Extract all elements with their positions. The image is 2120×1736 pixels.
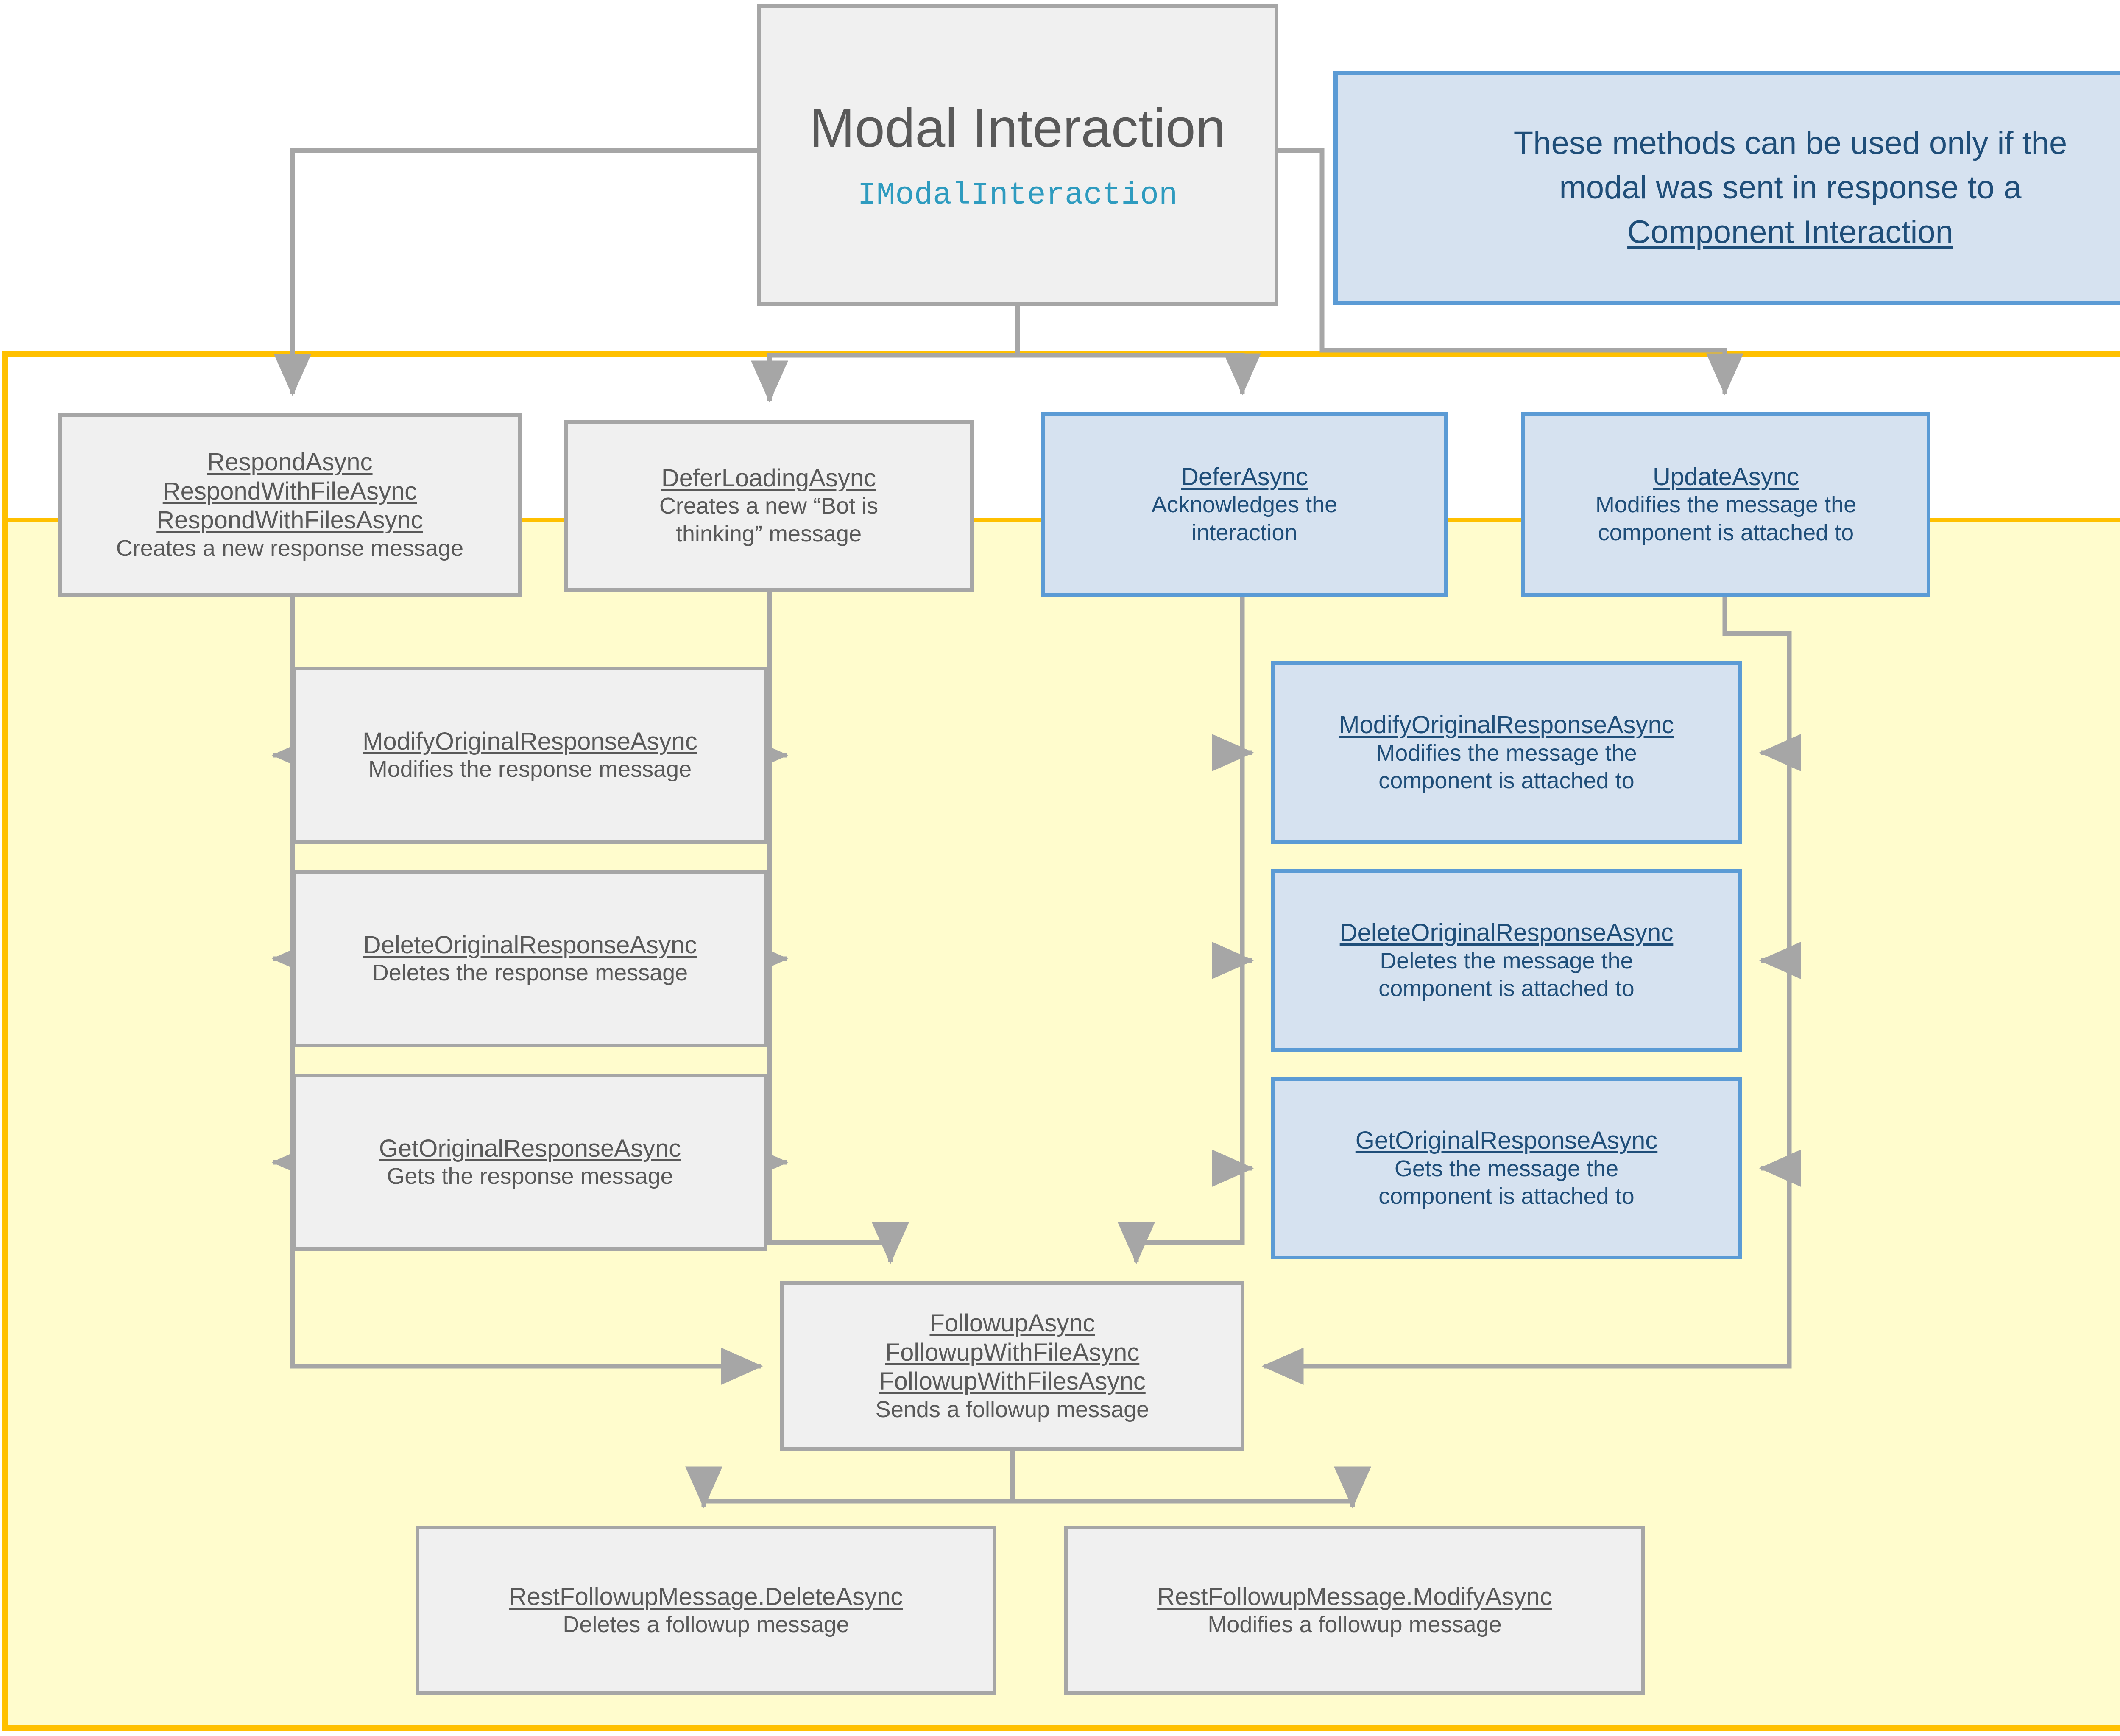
note-line-1: These methods can be used only if the [1513, 125, 2067, 162]
method-desc: component is attached to [1378, 1183, 1635, 1209]
method-desc: Deletes the message the [1380, 948, 1633, 974]
node-gray-get-original-response-async[interactable]: GetOriginalResponseAsync Gets the respon… [293, 1074, 767, 1251]
method-desc: Modifies a followup message [1208, 1612, 1502, 1638]
legend-followup-rule-1: Can be used in 15 minutes [1933, 707, 2120, 741]
method-desc: thinking” message [675, 521, 862, 547]
legend-followup-rule-4: interaction token’s lifetime [1933, 807, 2120, 840]
method-title: ModifyOriginalResponseAsync [363, 727, 697, 755]
legend-initial-heading: Initial Response methods [1967, 405, 2120, 442]
method-desc: interaction [1191, 519, 1297, 545]
root-interface-name: IModalInteraction [857, 177, 1178, 213]
method-title: GetOriginalResponseAsync [379, 1134, 681, 1162]
note-line-2: modal was sent in response to a [1559, 170, 2022, 206]
method-title: RespondAsync [207, 448, 373, 476]
method-title: ModifyOriginalResponseAsync [1339, 711, 1674, 739]
method-desc: Deletes the response message [372, 960, 688, 986]
root-title: Modal Interaction [809, 98, 1226, 159]
node-defer-loading-async[interactable]: DeferLoadingAsync Creates a new “Bot is … [564, 420, 974, 592]
method-title: FollowupWithFilesAsync [879, 1368, 1146, 1395]
method-desc: component is attached to [1378, 768, 1635, 794]
legend-initial-response: Initial Response methods Has to be execu… [1967, 405, 2120, 542]
node-rest-followup-message-delete-async[interactable]: RestFollowupMessage.DeleteAsync Deletes … [416, 1526, 996, 1695]
method-title: GetOriginalResponseAsync [1355, 1127, 1658, 1155]
method-title: RestFollowupMessage.DeleteAsync [509, 1582, 903, 1610]
node-blue-modify-original-response-async[interactable]: ModifyOriginalResponseAsync Modifies the… [1271, 661, 1742, 844]
legend-initial-rule-3: Can be used only ones per interaction [1967, 509, 2120, 542]
method-desc: Gets the response message [387, 1164, 673, 1189]
note-link-component-interaction[interactable]: Component Interaction [1627, 214, 1953, 250]
legend-followup: Followup methods Can be used in 15 minut… [1933, 670, 2120, 840]
method-desc: Modifies the message the [1376, 740, 1637, 766]
node-blue-get-original-response-async[interactable]: GetOriginalResponseAsync Gets the messag… [1271, 1077, 1742, 1259]
node-rest-followup-message-modify-async[interactable]: RestFollowupMessage.ModifyAsync Modifies… [1064, 1526, 1645, 1695]
method-desc: Sends a followup message [875, 1396, 1149, 1422]
node-followup-async[interactable]: FollowupAsync FollowupWithFileAsync Foll… [780, 1281, 1244, 1451]
node-defer-async[interactable]: DeferAsync Acknowledges the interaction [1041, 412, 1448, 597]
legend-followup-rule-2: after sending an initial response [1933, 741, 2120, 775]
method-desc: Acknowledges the [1151, 492, 1338, 517]
root-node-modal-interaction[interactable]: Modal Interaction IModalInteraction [757, 4, 1278, 306]
node-gray-modify-original-response-async[interactable]: ModifyOriginalResponseAsync Modifies the… [293, 667, 767, 844]
method-desc: component is attached to [1598, 519, 1854, 545]
legend-initial-rule-2: after receiving the interaction [1967, 476, 2120, 510]
method-desc: Creates a new response message [116, 535, 464, 561]
method-desc: Gets the message the [1394, 1155, 1619, 1181]
node-blue-delete-original-response-async[interactable]: DeleteOriginalResponseAsync Deletes the … [1271, 869, 1742, 1052]
method-desc: Creates a new “Bot is [659, 493, 879, 519]
method-title: RestFollowupMessage.ModifyAsync [1157, 1582, 1552, 1610]
method-desc: component is attached to [1378, 976, 1635, 1002]
method-title: DeleteOriginalResponseAsync [363, 931, 697, 959]
method-desc: Modifies the response message [368, 756, 692, 782]
method-desc: Deletes a followup message [563, 1612, 849, 1638]
method-title: RespondWithFileAsync [162, 477, 417, 505]
legend-followup-heading: Followup methods [1933, 670, 2120, 707]
method-title: FollowupAsync [929, 1309, 1095, 1337]
method-title: DeleteOriginalResponseAsync [1339, 919, 1674, 947]
method-desc: Modifies the message the [1595, 492, 1857, 517]
legend-followup-rule-3: Can be used multiple times during [1933, 774, 2120, 807]
method-title: RespondWithFilesAsync [156, 506, 423, 534]
node-gray-delete-original-response-async[interactable]: DeleteOriginalResponseAsync Deletes the … [293, 870, 767, 1047]
method-title: FollowupWithFileAsync [885, 1338, 1140, 1366]
note-component-interaction: These methods can be used only if the mo… [1333, 71, 2120, 305]
legend-initial-rule-1: Has to be executed in 3 seconds [1967, 442, 2120, 476]
method-title: DeferAsync [1181, 463, 1308, 491]
method-title: DeferLoadingAsync [661, 464, 876, 492]
node-update-async[interactable]: UpdateAsync Modifies the message the com… [1521, 412, 1930, 597]
method-title: UpdateAsync [1653, 463, 1799, 491]
node-respond-async[interactable]: RespondAsync RespondWithFileAsync Respon… [58, 413, 522, 597]
